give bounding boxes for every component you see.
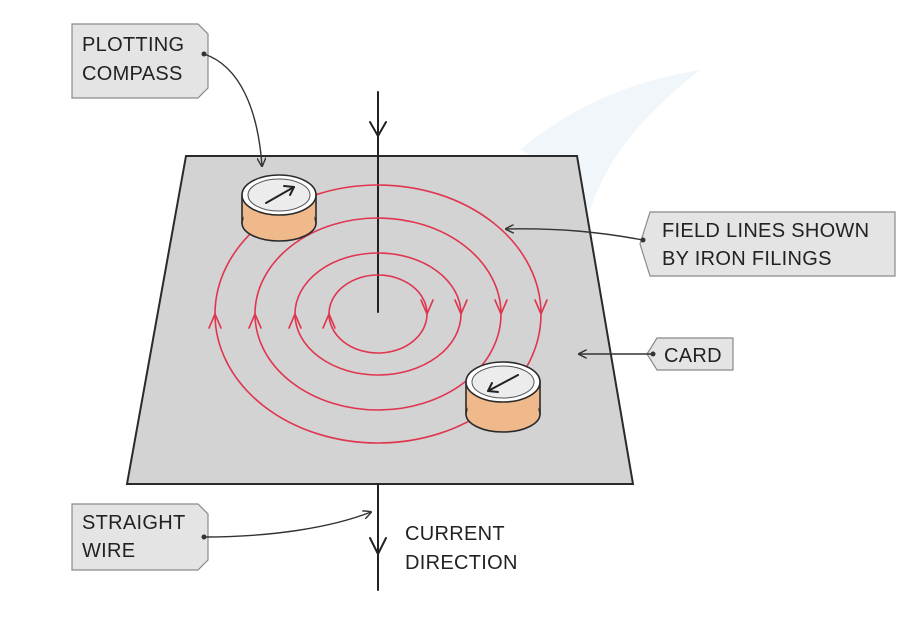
current-arrow-upper-icon: [369, 121, 387, 137]
field-arrow: [208, 313, 222, 329]
label-plotting-compass-line1: PLOTTING: [82, 34, 184, 56]
field-arrow: [288, 313, 302, 329]
label-card-text: CARD: [664, 345, 722, 367]
label-current-direction-line2: DIRECTION: [405, 552, 518, 574]
label-field-lines: FIELD LINES SHOWN BY IRON FILINGS: [506, 211, 896, 277]
field-arrow: [494, 299, 508, 315]
label-plotting-compass-line2: COMPASS: [82, 63, 183, 85]
compass-icon: [465, 361, 541, 433]
label-field-lines-line2: BY IRON FILINGS: [662, 248, 832, 270]
field-arrow: [454, 299, 468, 315]
label-straight-wire-line1: STRAIGHT: [82, 512, 186, 534]
label-straight-wire-line2: WIRE: [82, 540, 135, 562]
compass-icon: [241, 174, 317, 242]
field-arrow: [248, 313, 262, 329]
field-arrow: [420, 299, 434, 315]
current-arrow-icon: [369, 537, 387, 555]
label-field-lines-line1: FIELD LINES SHOWN: [662, 220, 869, 242]
card: [125, 155, 635, 485]
field-arrow: [534, 299, 548, 315]
field-arrow: [322, 313, 336, 329]
label-straight-wire: STRAIGHT WIRE: [71, 503, 371, 571]
field-lines: [208, 184, 548, 444]
label-plotting-compass: PLOTTING COMPASS: [71, 23, 262, 166]
label-current-direction-line1: CURRENT: [405, 523, 505, 545]
label-card: CARD: [579, 337, 734, 371]
label-current-direction: CURRENT DIRECTION: [405, 523, 518, 574]
